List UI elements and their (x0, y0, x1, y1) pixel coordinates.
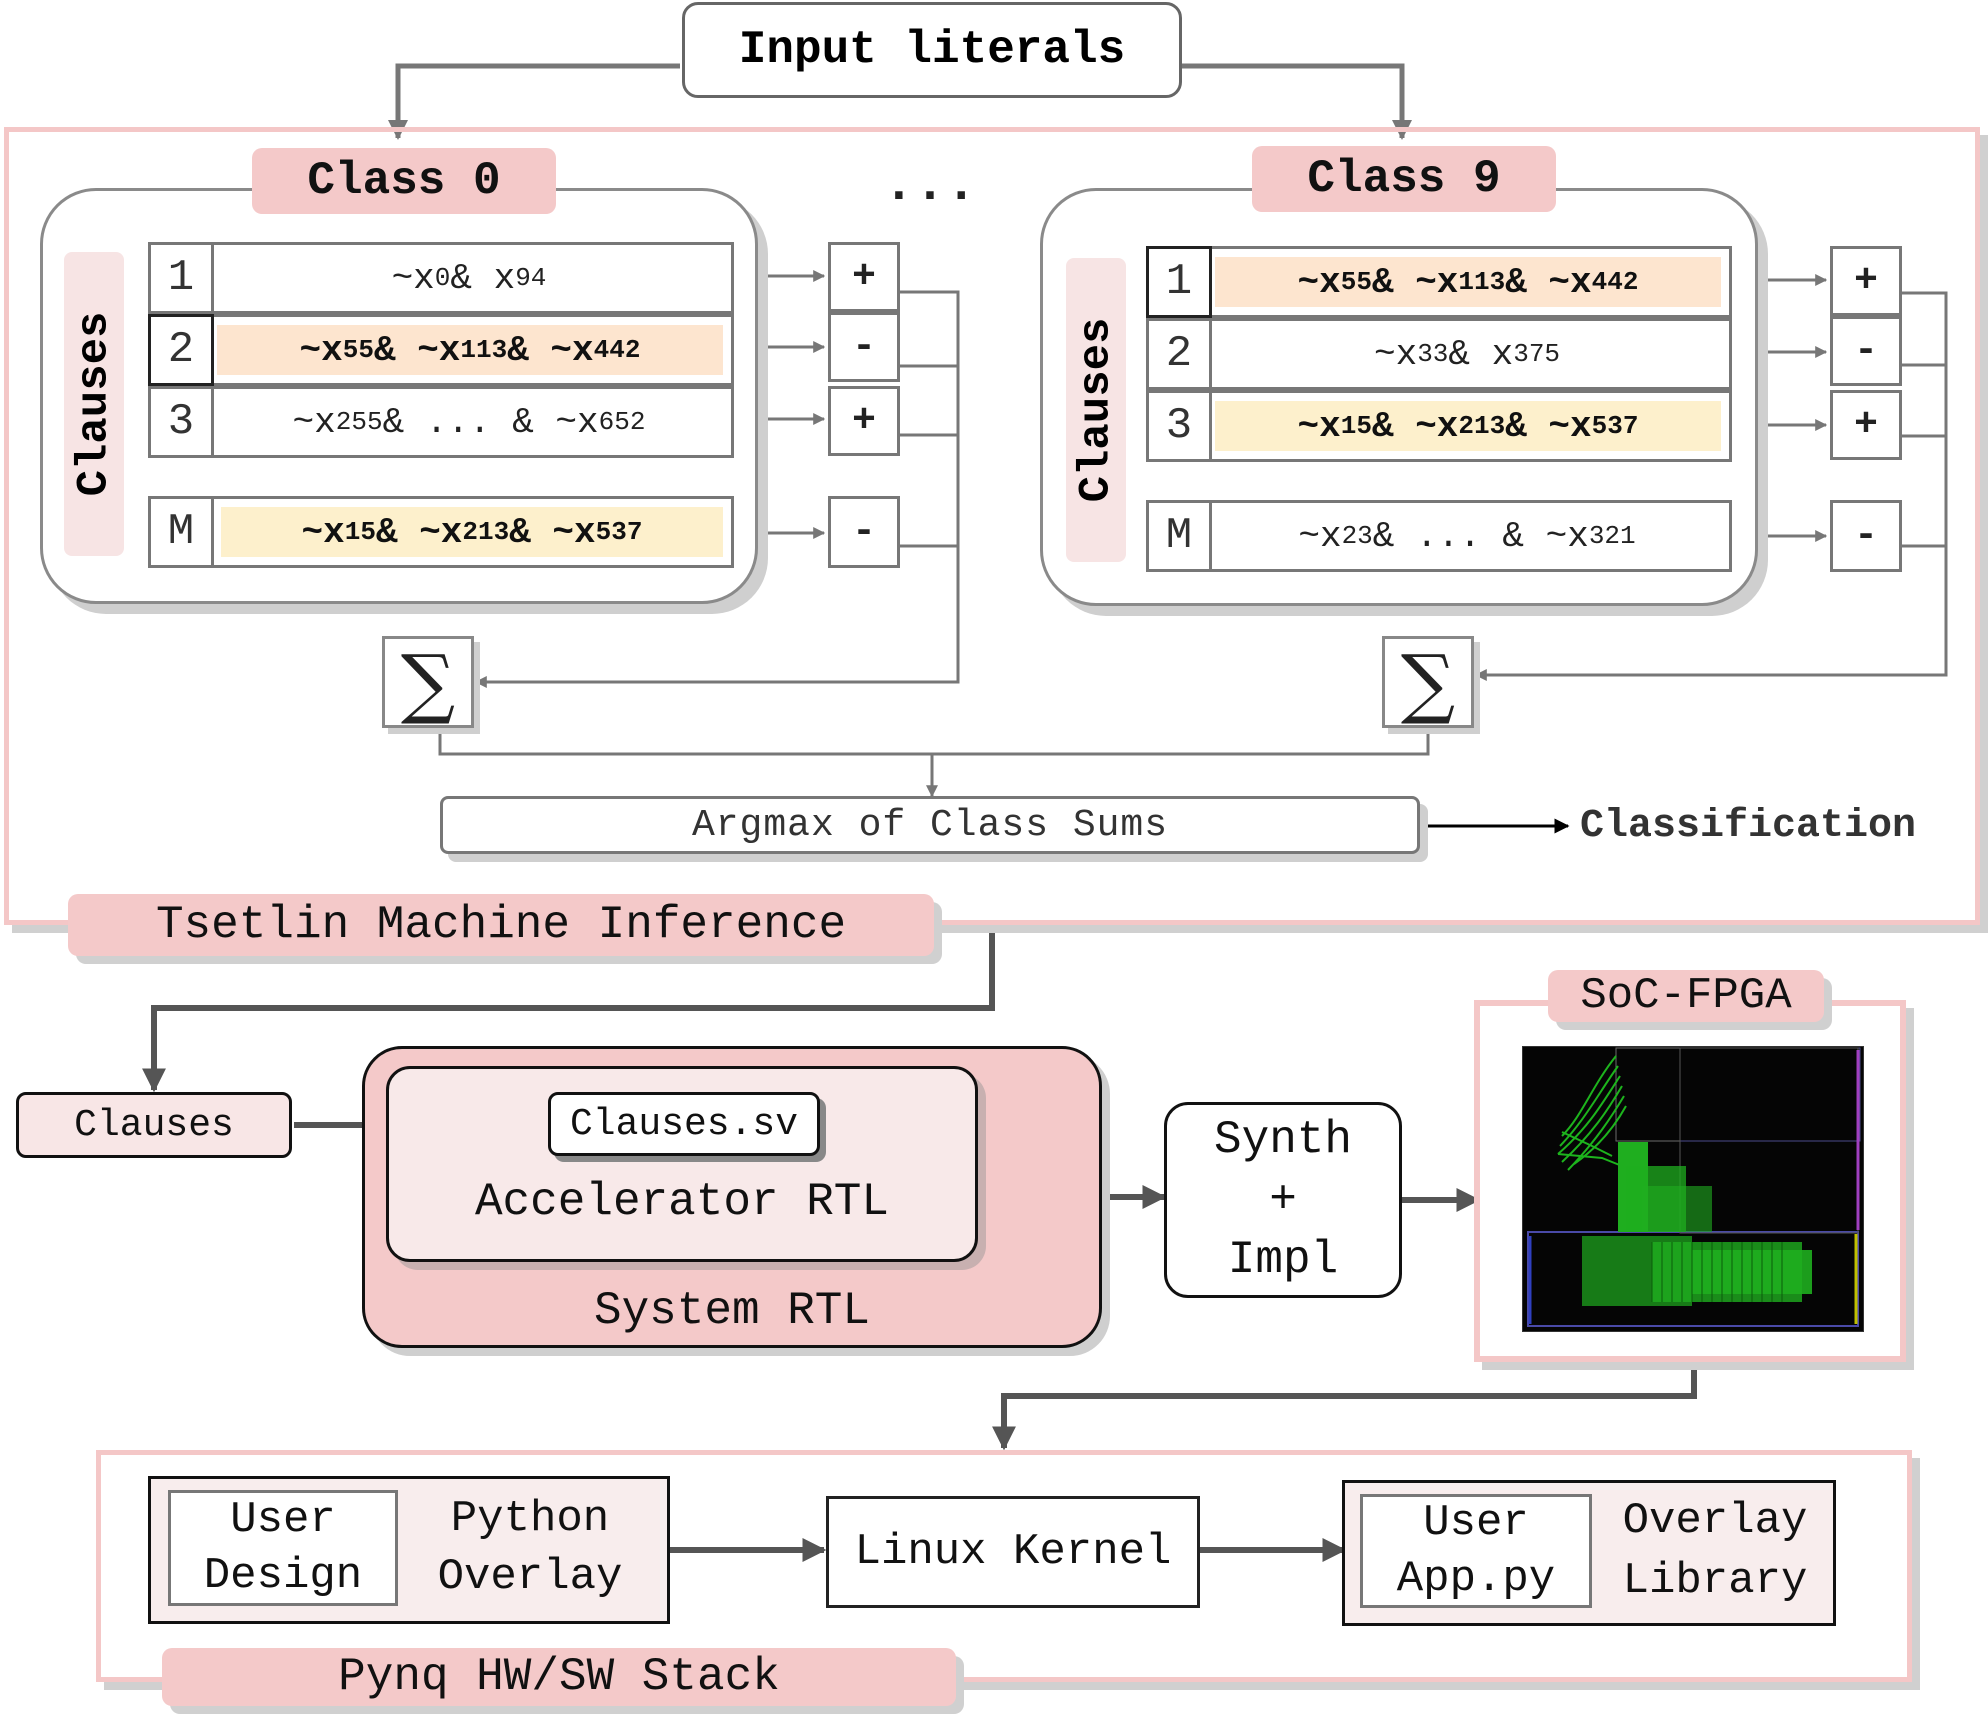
overlay-library-line1: Overlay (1622, 1496, 1808, 1546)
clauses-sv-label: Clauses.sv (569, 1102, 799, 1146)
python-overlay-text: Python Overlay (410, 1488, 650, 1608)
soc-fpga-label: SoC-FPGA (1548, 970, 1824, 1022)
clause-number: 3 (1149, 393, 1212, 459)
class-0-sign-m: - (828, 496, 900, 568)
python-overlay-line1: Python (450, 1494, 610, 1544)
plus-line: + (1269, 1174, 1297, 1226)
argmax-label: Argmax of Class Sums (691, 803, 1169, 847)
user-design-line2: Design (203, 1551, 363, 1601)
input-literals-box: Input literals (682, 2, 1182, 98)
user-app-box: User App.py (1360, 1494, 1592, 1608)
classes-ellipsis: ... (883, 155, 977, 215)
user-design-box: User Design (168, 1490, 398, 1606)
input-literals-label: Input literals (738, 24, 1126, 76)
class-9-clauses-label: Clauses (1066, 258, 1126, 562)
system-rtl-label: System RTL (593, 1285, 871, 1337)
class-9-title: Class 9 (1252, 146, 1556, 212)
tm-inference-label: Tsetlin Machine Inference (68, 894, 934, 956)
classification-label: Classification (1580, 804, 1917, 849)
clause-number: 2 (148, 314, 214, 386)
class-9-clauses-text: Clauses (1071, 317, 1121, 503)
overlay-library-text: Overlay Library (1604, 1490, 1826, 1612)
clause-number: 3 (151, 389, 214, 455)
class-9-sign-3: + (1830, 390, 1902, 460)
clauses-sv-box: Clauses.sv (548, 1092, 820, 1156)
class-9-sign-1: + (1830, 246, 1902, 316)
linux-kernel-label: Linux Kernel (854, 1527, 1172, 1577)
class-0-sum-icon: ∑ (382, 636, 474, 728)
argmax-box: Argmax of Class Sums (440, 796, 1420, 854)
user-app-line2: App.py (1396, 1554, 1556, 1604)
clauses-input-label: Clauses (74, 1103, 234, 1147)
class-0-sign-2: - (828, 312, 900, 382)
class-0-sign-1: + (828, 242, 900, 312)
clauses-input-box: Clauses (16, 1092, 292, 1158)
clause-number: 1 (151, 245, 214, 311)
class-9-sign-2: - (1830, 316, 1902, 386)
tm-inference-frame (4, 127, 1980, 925)
python-overlay-line2: Overlay (437, 1552, 623, 1602)
class-0-title: Class 0 (252, 148, 556, 214)
impl-line: Impl (1227, 1234, 1339, 1286)
user-design-line1: User (230, 1495, 336, 1545)
class-0-clauses-label: Clauses (64, 252, 124, 556)
pynq-stack-frame (96, 1450, 1912, 1682)
fpga-layout-image (1522, 1046, 1864, 1332)
clause-number: 1 (1146, 246, 1212, 318)
pynq-stack-label: Pynq HW/SW Stack (162, 1648, 956, 1706)
overlay-library-line2: Library (1622, 1556, 1808, 1606)
clause-number: 2 (1149, 321, 1212, 387)
linux-kernel-box: Linux Kernel (826, 1496, 1200, 1608)
accelerator-rtl-label: Accelerator RTL (474, 1176, 890, 1228)
user-app-line1: User (1423, 1498, 1529, 1548)
class-9-sum-icon: ∑ (1382, 636, 1474, 728)
class-0-clauses-text: Clauses (69, 311, 119, 497)
synth-impl-box: Synth + Impl (1164, 1102, 1402, 1298)
class-0-sign-3: + (828, 386, 900, 456)
clause-number: M (1149, 503, 1212, 569)
synth-line: Synth (1213, 1114, 1353, 1166)
clause-number: M (151, 499, 214, 565)
class-9-sign-m: - (1830, 500, 1902, 572)
